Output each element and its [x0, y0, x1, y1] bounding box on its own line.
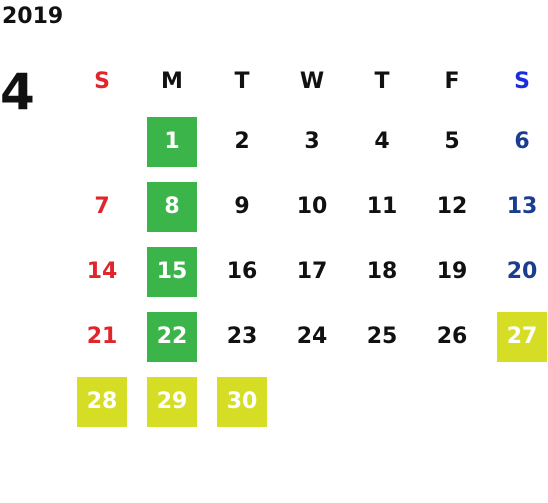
day-cell[interactable]: 22: [147, 311, 197, 362]
day-cell[interactable]: 17: [296, 259, 328, 284]
weekday-wednesday: W: [299, 68, 325, 94]
day-cell[interactable]: 7: [94, 194, 110, 219]
day-cell[interactable]: 12: [436, 194, 468, 219]
day-cell[interactable]: 15: [147, 246, 197, 297]
day-cell[interactable]: 29: [147, 376, 197, 427]
day-cell[interactable]: 8: [147, 181, 197, 232]
day-cell[interactable]: 27: [497, 311, 547, 362]
day-cell[interactable]: 2: [234, 129, 250, 154]
day-cell[interactable]: 14: [86, 259, 118, 284]
day-cell[interactable]: 21: [86, 324, 118, 349]
weekday-saturday: S: [514, 68, 530, 94]
day-cell[interactable]: 23: [226, 324, 258, 349]
day-cell[interactable]: 18: [366, 259, 398, 284]
day-cell[interactable]: 4: [374, 129, 390, 154]
day-cell[interactable]: 19: [436, 259, 468, 284]
day-cell[interactable]: 9: [234, 194, 250, 219]
weekday-tuesday: T: [234, 68, 250, 94]
day-cell[interactable]: 10: [296, 194, 328, 219]
day-cell[interactable]: 26: [436, 324, 468, 349]
weekday-friday: F: [444, 68, 460, 94]
day-cell[interactable]: 20: [506, 259, 538, 284]
day-cell[interactable]: 24: [296, 324, 328, 349]
day-cell[interactable]: 30: [217, 376, 267, 427]
calendar-month: 4: [0, 63, 35, 121]
weekday-thursday: T: [374, 68, 390, 94]
calendar-year: 2019: [2, 4, 64, 29]
calendar-grid: S M T W T F S 1 2 3 4 5 6 7 8 9 10 11 12…: [67, 54, 548, 434]
day-cell[interactable]: 28: [77, 376, 127, 427]
day-cell[interactable]: 13: [506, 194, 538, 219]
day-cell[interactable]: 5: [444, 129, 460, 154]
weekday-monday: M: [161, 68, 183, 94]
day-cell[interactable]: 25: [366, 324, 398, 349]
day-cell[interactable]: 1: [147, 116, 197, 167]
weekday-sunday: S: [94, 68, 110, 94]
day-cell[interactable]: 16: [226, 259, 258, 284]
day-cell[interactable]: 6: [514, 129, 530, 154]
day-cell[interactable]: 11: [366, 194, 398, 219]
day-cell[interactable]: 3: [304, 129, 320, 154]
